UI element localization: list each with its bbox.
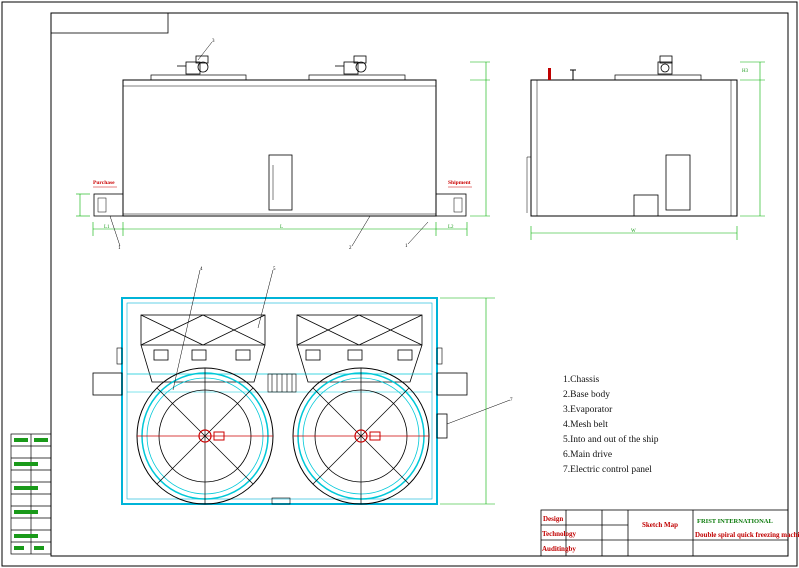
title-row-design: Design <box>543 515 563 523</box>
evaporator-right <box>296 314 423 383</box>
dim-top-label: H3 <box>742 69 749 74</box>
spiral-drum-left <box>136 367 274 505</box>
evaporator-left <box>140 314 266 383</box>
dim-length-label: L <box>280 225 283 230</box>
top-left-box <box>50 12 169 34</box>
title-row-auditing: Auditingby <box>542 545 576 553</box>
transfer-module <box>267 373 297 393</box>
legend-item-2: 2.Base body <box>563 390 610 400</box>
front-dimensions <box>76 61 490 236</box>
shipment-label: Shipment <box>448 180 471 186</box>
plan-inner <box>126 302 433 500</box>
side-view: W H3 <box>526 55 765 240</box>
control-panel <box>436 413 448 439</box>
callout-plan-4: 4 <box>200 267 203 272</box>
plan-infeed <box>92 372 123 396</box>
callout-front-4: 1 <box>118 246 121 251</box>
title-block: Design Technology Auditingby Sketch Map … <box>540 509 799 557</box>
inner-frame <box>50 12 789 557</box>
legend-item-6: 6.Main drive <box>563 450 612 460</box>
side-fan <box>548 68 551 80</box>
purchase-label: Purchase <box>93 180 115 186</box>
plan-dimensions <box>440 297 495 505</box>
spiral-drum-right <box>292 367 430 505</box>
legend-item-5: 5.Into and out of the ship <box>563 434 659 445</box>
outfeed-conveyor <box>435 193 467 217</box>
callout-front-3: 1 <box>405 244 408 249</box>
side-door <box>665 154 691 211</box>
parts-legend: 1.Chassis 2.Base body 3.Evaporator 4.Mes… <box>563 375 659 475</box>
callout-plan-7: 7 <box>510 398 513 403</box>
product-name: Double spiral quick freezing machine <box>695 531 799 539</box>
plan-callouts <box>172 269 511 425</box>
infeed-conveyor <box>93 193 124 217</box>
plan-outfeed <box>436 372 468 396</box>
legend-item-1: 1.Chassis <box>563 375 599 385</box>
main-drive-right <box>335 55 367 75</box>
dim-left-label: L1 <box>104 225 110 230</box>
side-drive <box>657 55 673 75</box>
main-drive-left <box>177 55 209 75</box>
legend-item-7: 7.Electric control panel <box>563 465 652 475</box>
callout-front-1: 3 <box>212 39 215 44</box>
company-name: FRIST INTERNATIONAL <box>697 518 773 525</box>
callout-plan-5: 5 <box>273 267 276 272</box>
title-row-technology: Technology <box>542 530 576 538</box>
front-door <box>268 154 293 211</box>
legend-item-4: 4.Mesh belt <box>563 420 608 430</box>
callout-front-2: 2 <box>349 246 352 251</box>
side-dimensions <box>530 61 765 240</box>
plan-view: 4 5 7 <box>92 267 513 505</box>
drawing-name: Sketch Map <box>642 521 678 529</box>
dim-right-label: L2 <box>448 225 454 230</box>
front-body <box>122 79 437 217</box>
dim-width-label: W <box>631 229 636 234</box>
left-stamp-marks <box>14 438 48 550</box>
legend-item-3: 3.Evaporator <box>563 405 613 415</box>
front-view: Purchase Shipment L L1 L2 3 <box>76 39 490 251</box>
front-callouts <box>109 41 429 247</box>
